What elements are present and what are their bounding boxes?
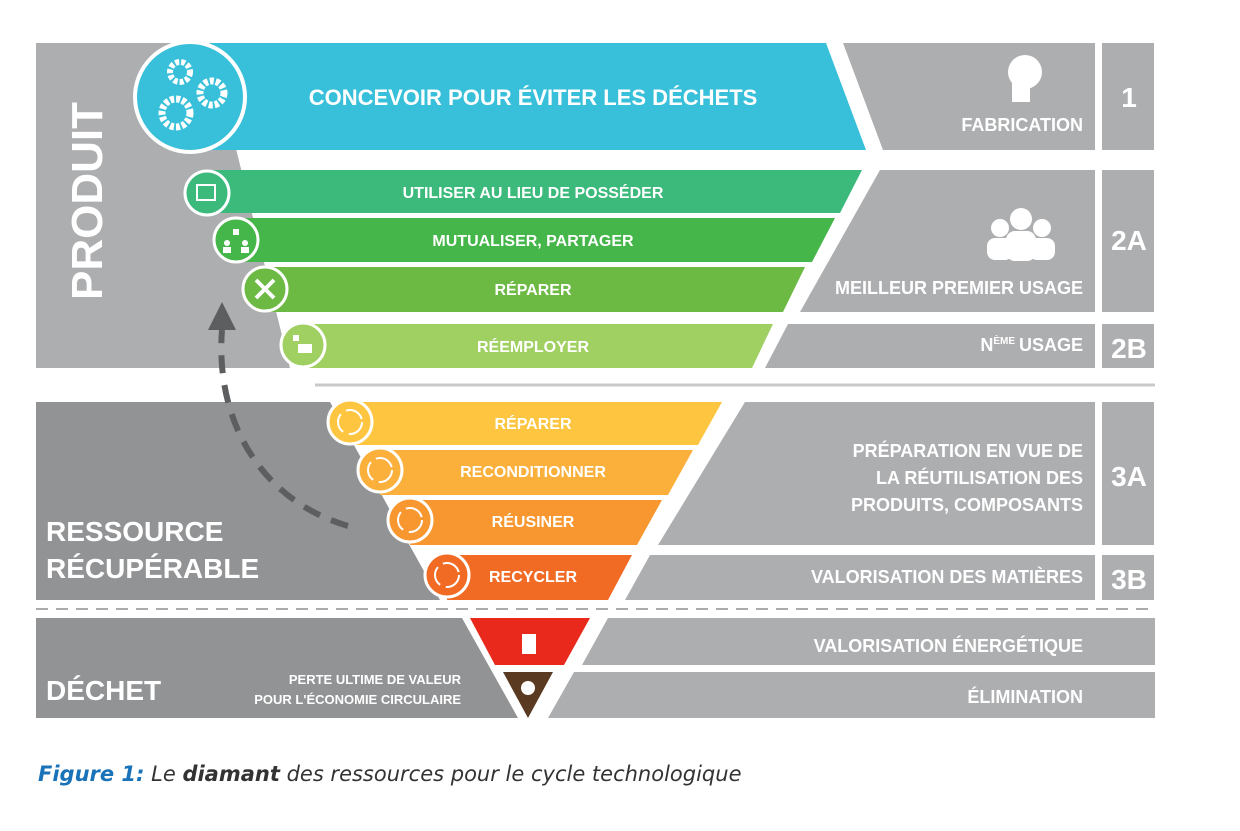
remanufacture-cycle-icon xyxy=(386,496,434,544)
number-2b: 2B xyxy=(1111,333,1147,364)
valorisation-energetique-label: VALORISATION ÉNERGÉTIQUE xyxy=(814,635,1083,656)
number-1: 1 xyxy=(1121,82,1137,113)
gears-icon xyxy=(133,40,247,154)
nieme-usage-label: NÈME USAGE xyxy=(980,334,1083,355)
number-box-2b xyxy=(1102,324,1154,368)
return-arrow xyxy=(218,329,349,529)
meilleur-usage-label: MEILLEUR PREMIER USAGE xyxy=(835,278,1083,298)
nieme-n: N xyxy=(980,335,993,355)
elimination-label: ÉLIMINATION xyxy=(967,686,1083,707)
preparation-line1: PRÉPARATION EN VUE DE xyxy=(853,440,1083,461)
fabrication-label: FABRICATION xyxy=(961,115,1083,135)
preparation-line2: LA RÉUTILISATION DES xyxy=(876,467,1083,488)
reconditionner-band xyxy=(380,450,693,495)
caption-bold: diamant xyxy=(182,762,280,786)
reparer-produit-label: RÉPARER xyxy=(494,280,571,299)
tools-icon xyxy=(241,265,289,313)
preparation-panel xyxy=(658,402,1095,545)
caption-pre: Le xyxy=(144,762,183,786)
nieme-usage: USAGE xyxy=(1019,335,1083,355)
recycler-label: RECYCLER xyxy=(489,569,577,586)
reusiner-band xyxy=(410,500,662,545)
dechet-label: DÉCHET xyxy=(46,675,161,706)
resource-diamond-diagram: PRODUIT RESSOURCE RÉCUPÉRABLE DÉCHET PER… xyxy=(36,40,1155,718)
figure-caption: Figure 1: Le diamant des ressources pour… xyxy=(38,762,742,786)
repair-cycle-icon xyxy=(326,398,374,446)
valorisation-energetique-panel xyxy=(582,618,1155,665)
meilleur-usage-panel xyxy=(800,170,1095,312)
caption-post: des ressources pour le cycle technologiq… xyxy=(279,762,742,786)
reparer-produit-band xyxy=(268,267,805,312)
reparer-ressource-label: RÉPARER xyxy=(494,414,571,433)
dechet-block xyxy=(36,618,518,718)
people-group-icon xyxy=(987,208,1055,261)
valorisation-matieres-panel xyxy=(625,555,1095,600)
number-box-2a xyxy=(1102,170,1154,312)
recondition-cycle-icon xyxy=(356,446,404,494)
ressource-block xyxy=(36,402,440,600)
recycler-band xyxy=(447,555,632,600)
number-2a: 2A xyxy=(1111,225,1147,256)
trash-bag-icon xyxy=(521,681,535,695)
number-3a: 3A xyxy=(1111,461,1147,492)
ressource-label-line2: RÉCUPÉRABLE xyxy=(46,553,259,584)
utiliser-band xyxy=(210,170,862,213)
recycle-cycle-icon xyxy=(423,551,471,599)
number-box-1 xyxy=(1102,43,1154,150)
reemployer-label: RÉEMPLOYER xyxy=(477,337,589,356)
concevoir-label: CONCEVOIR POUR ÉVITER LES DÉCHETS xyxy=(309,85,758,110)
produit-label: PRODUIT xyxy=(63,102,112,300)
caption-figure-number: Figure 1: xyxy=(38,762,145,786)
preparation-line3: PRODUITS, COMPOSANTS xyxy=(851,495,1083,515)
factory-icon xyxy=(522,634,536,654)
number-box-3b xyxy=(1102,555,1154,600)
box-icon xyxy=(183,169,231,217)
arrow-head-icon xyxy=(208,302,236,330)
reparer-ressource-band xyxy=(350,402,722,445)
mutualiser-band xyxy=(240,218,835,262)
nieme-usage-panel xyxy=(765,324,1095,368)
utiliser-label: UTILISER AU LIEU DE POSSÉDER xyxy=(403,183,664,202)
reusiner-label: RÉUSINER xyxy=(492,512,575,531)
concevoir-band xyxy=(210,43,866,150)
sharing-people-icon xyxy=(212,216,260,264)
ressource-label-line1: RESSOURCE xyxy=(46,516,223,547)
brain-head-icon xyxy=(1008,55,1042,102)
valorisation-matieres-label: VALORISATION DES MATIÈRES xyxy=(811,566,1083,587)
perte-line2: POUR L'ÉCONOMIE CIRCULAIRE xyxy=(254,692,461,707)
mutualiser-label: MUTUALISER, PARTAGER xyxy=(432,233,634,250)
nieme-sup: ÈME xyxy=(993,334,1015,347)
perte-line1: PERTE ULTIME DE VALEUR xyxy=(289,672,462,687)
reemployer-band xyxy=(305,324,773,368)
number-box-3a xyxy=(1102,402,1154,545)
elimination-panel xyxy=(548,672,1155,718)
reconditionner-label: RECONDITIONNER xyxy=(460,464,606,481)
number-3b: 3B xyxy=(1111,564,1147,595)
reuse-box-icon xyxy=(279,321,327,369)
